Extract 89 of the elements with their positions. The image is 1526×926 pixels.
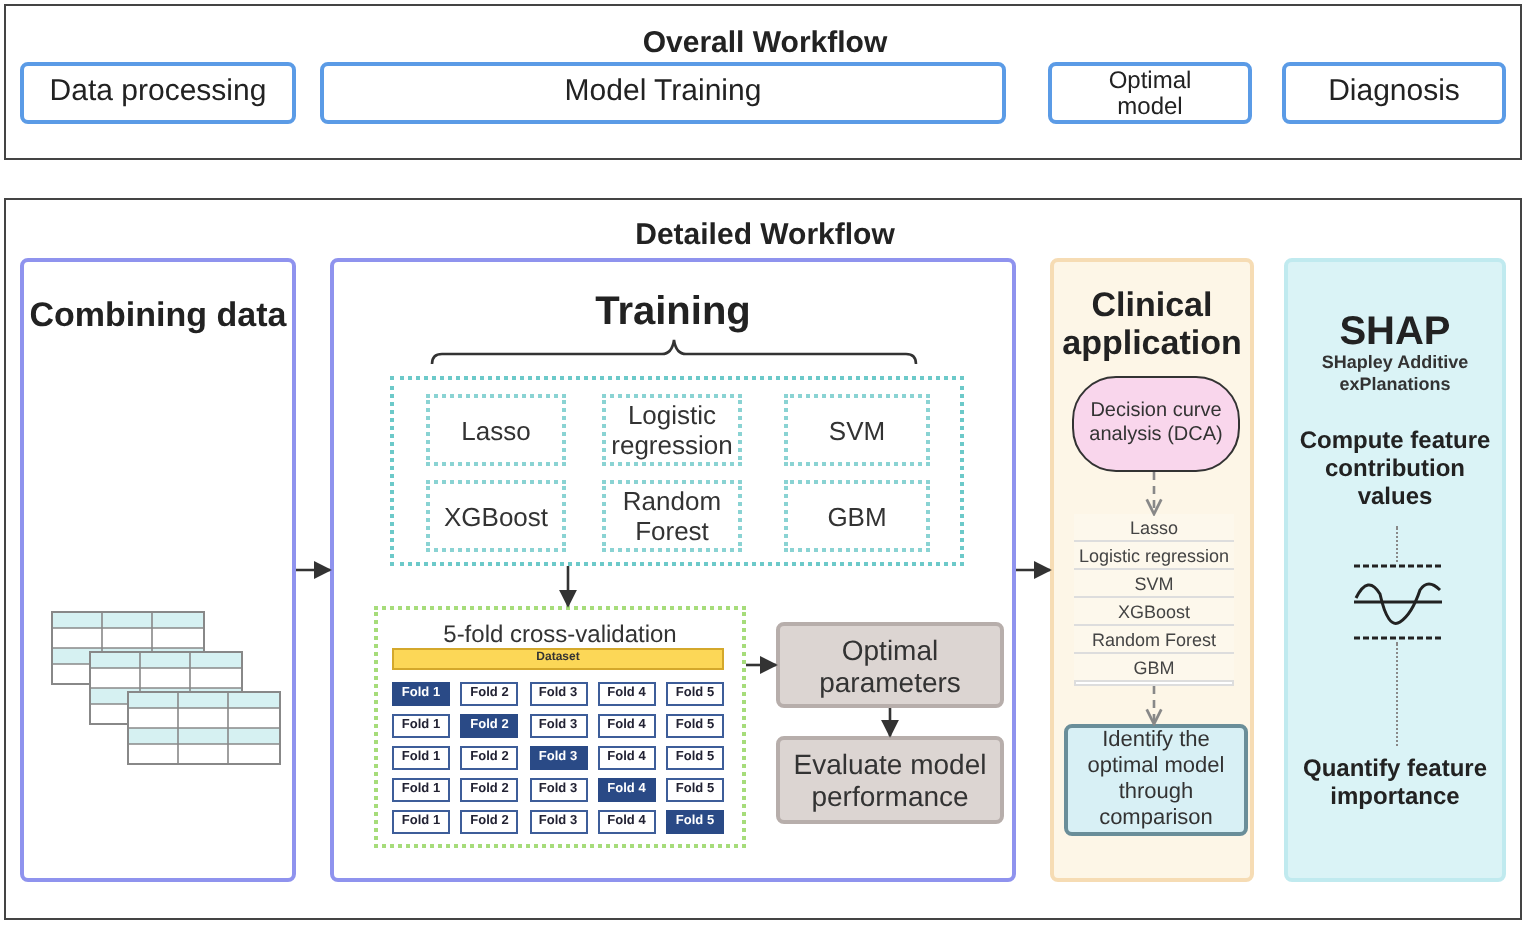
arrow xyxy=(1145,472,1163,516)
model-box xyxy=(784,394,930,466)
model-box xyxy=(602,480,742,552)
list-row xyxy=(1074,654,1234,682)
model-group-box xyxy=(390,376,964,566)
box-label: Decision curve analysis (DCA) xyxy=(1087,400,1225,448)
stage-panel xyxy=(330,258,1016,882)
box-label: Lasso xyxy=(1129,515,1179,539)
panel-title: Clinical application xyxy=(1060,286,1244,362)
fold-box xyxy=(392,714,450,738)
box-label: Optimal model xyxy=(1106,67,1194,119)
arrow xyxy=(1016,560,1052,580)
process-box xyxy=(20,62,296,124)
box-label: XGBoost xyxy=(1117,599,1191,623)
model-list xyxy=(1074,514,1234,686)
fold-box xyxy=(597,746,656,770)
list-row xyxy=(1074,626,1234,654)
panel-title: Detailed Workflow xyxy=(633,216,897,256)
fold-box xyxy=(460,810,519,834)
process-box xyxy=(320,62,1006,124)
model-box xyxy=(426,394,566,466)
fold-box xyxy=(666,714,724,738)
box-label: SVM xyxy=(1134,571,1174,595)
box-label: Diagnosis xyxy=(1328,72,1460,113)
model-box xyxy=(426,480,566,552)
box-label: Logistic regression xyxy=(609,400,735,460)
fold-box xyxy=(597,714,656,738)
box-label: Logistic regression xyxy=(1078,543,1230,567)
box-label: Model Training xyxy=(564,72,762,113)
test-fold-box xyxy=(392,682,450,706)
list-row xyxy=(1074,598,1234,626)
stage-panel xyxy=(1284,258,1506,882)
process-box xyxy=(776,622,1004,708)
panel-title: Overall Workflow xyxy=(640,24,890,64)
dataset-bar xyxy=(392,648,724,670)
process-box xyxy=(1282,62,1506,124)
fold-box xyxy=(666,778,724,802)
box-label: Evaluate model performance xyxy=(791,748,989,812)
test-fold-box xyxy=(460,714,519,738)
box-label: Identify the optimal model through comparison xyxy=(1085,728,1227,832)
arrow xyxy=(746,655,778,675)
process-box xyxy=(1048,62,1252,124)
panel-title: Combining data xyxy=(27,294,289,338)
box-label: Random Forest xyxy=(620,486,724,546)
fold-box xyxy=(529,778,587,802)
fold-box xyxy=(529,682,587,706)
box-title: 5-fold cross-validation xyxy=(441,618,679,651)
fold-box xyxy=(460,746,519,770)
box-label: GBM xyxy=(827,501,887,531)
stage-panel xyxy=(1050,258,1254,882)
stage-panel xyxy=(20,258,296,882)
fold-box xyxy=(392,746,450,770)
model-box xyxy=(784,480,930,552)
terminal-box xyxy=(1072,376,1240,472)
list-row xyxy=(1074,570,1234,598)
box-label: Lasso xyxy=(461,415,531,445)
test-fold-box xyxy=(529,746,587,770)
arrow xyxy=(558,566,578,608)
test-fold-box xyxy=(666,810,724,834)
fold-box xyxy=(597,682,656,706)
box-label: XGBoost xyxy=(443,501,549,531)
fold-box xyxy=(392,810,450,834)
box-label: SVM xyxy=(828,415,886,445)
fold-box xyxy=(529,810,587,834)
arrow xyxy=(1145,686,1163,726)
box-label: GBM xyxy=(1133,655,1175,679)
fold-box xyxy=(666,746,724,770)
arrow xyxy=(880,708,900,738)
step-label: Compute feature contribution values xyxy=(1297,426,1493,510)
result-box xyxy=(1064,724,1248,836)
fold-box xyxy=(529,714,587,738)
process-box xyxy=(776,736,1004,824)
step-label: Quantify feature importance xyxy=(1300,754,1489,810)
fold-box xyxy=(392,778,450,802)
fold-box xyxy=(460,778,519,802)
fold-box xyxy=(666,682,724,706)
box-label: Data processing xyxy=(49,72,267,113)
panel-title: Training xyxy=(593,288,753,338)
test-fold-box xyxy=(597,778,656,802)
panel xyxy=(4,198,1522,920)
panel xyxy=(4,4,1522,160)
subtitle: SHapley Additive exPlanations xyxy=(1319,352,1471,396)
box-label: Optimal parameters xyxy=(817,633,963,697)
fold-box xyxy=(597,810,656,834)
box-label: Random Forest xyxy=(1091,627,1217,651)
list-row xyxy=(1074,514,1234,542)
validation-box xyxy=(374,606,746,848)
fold-box xyxy=(460,682,519,706)
arrow xyxy=(296,560,332,580)
